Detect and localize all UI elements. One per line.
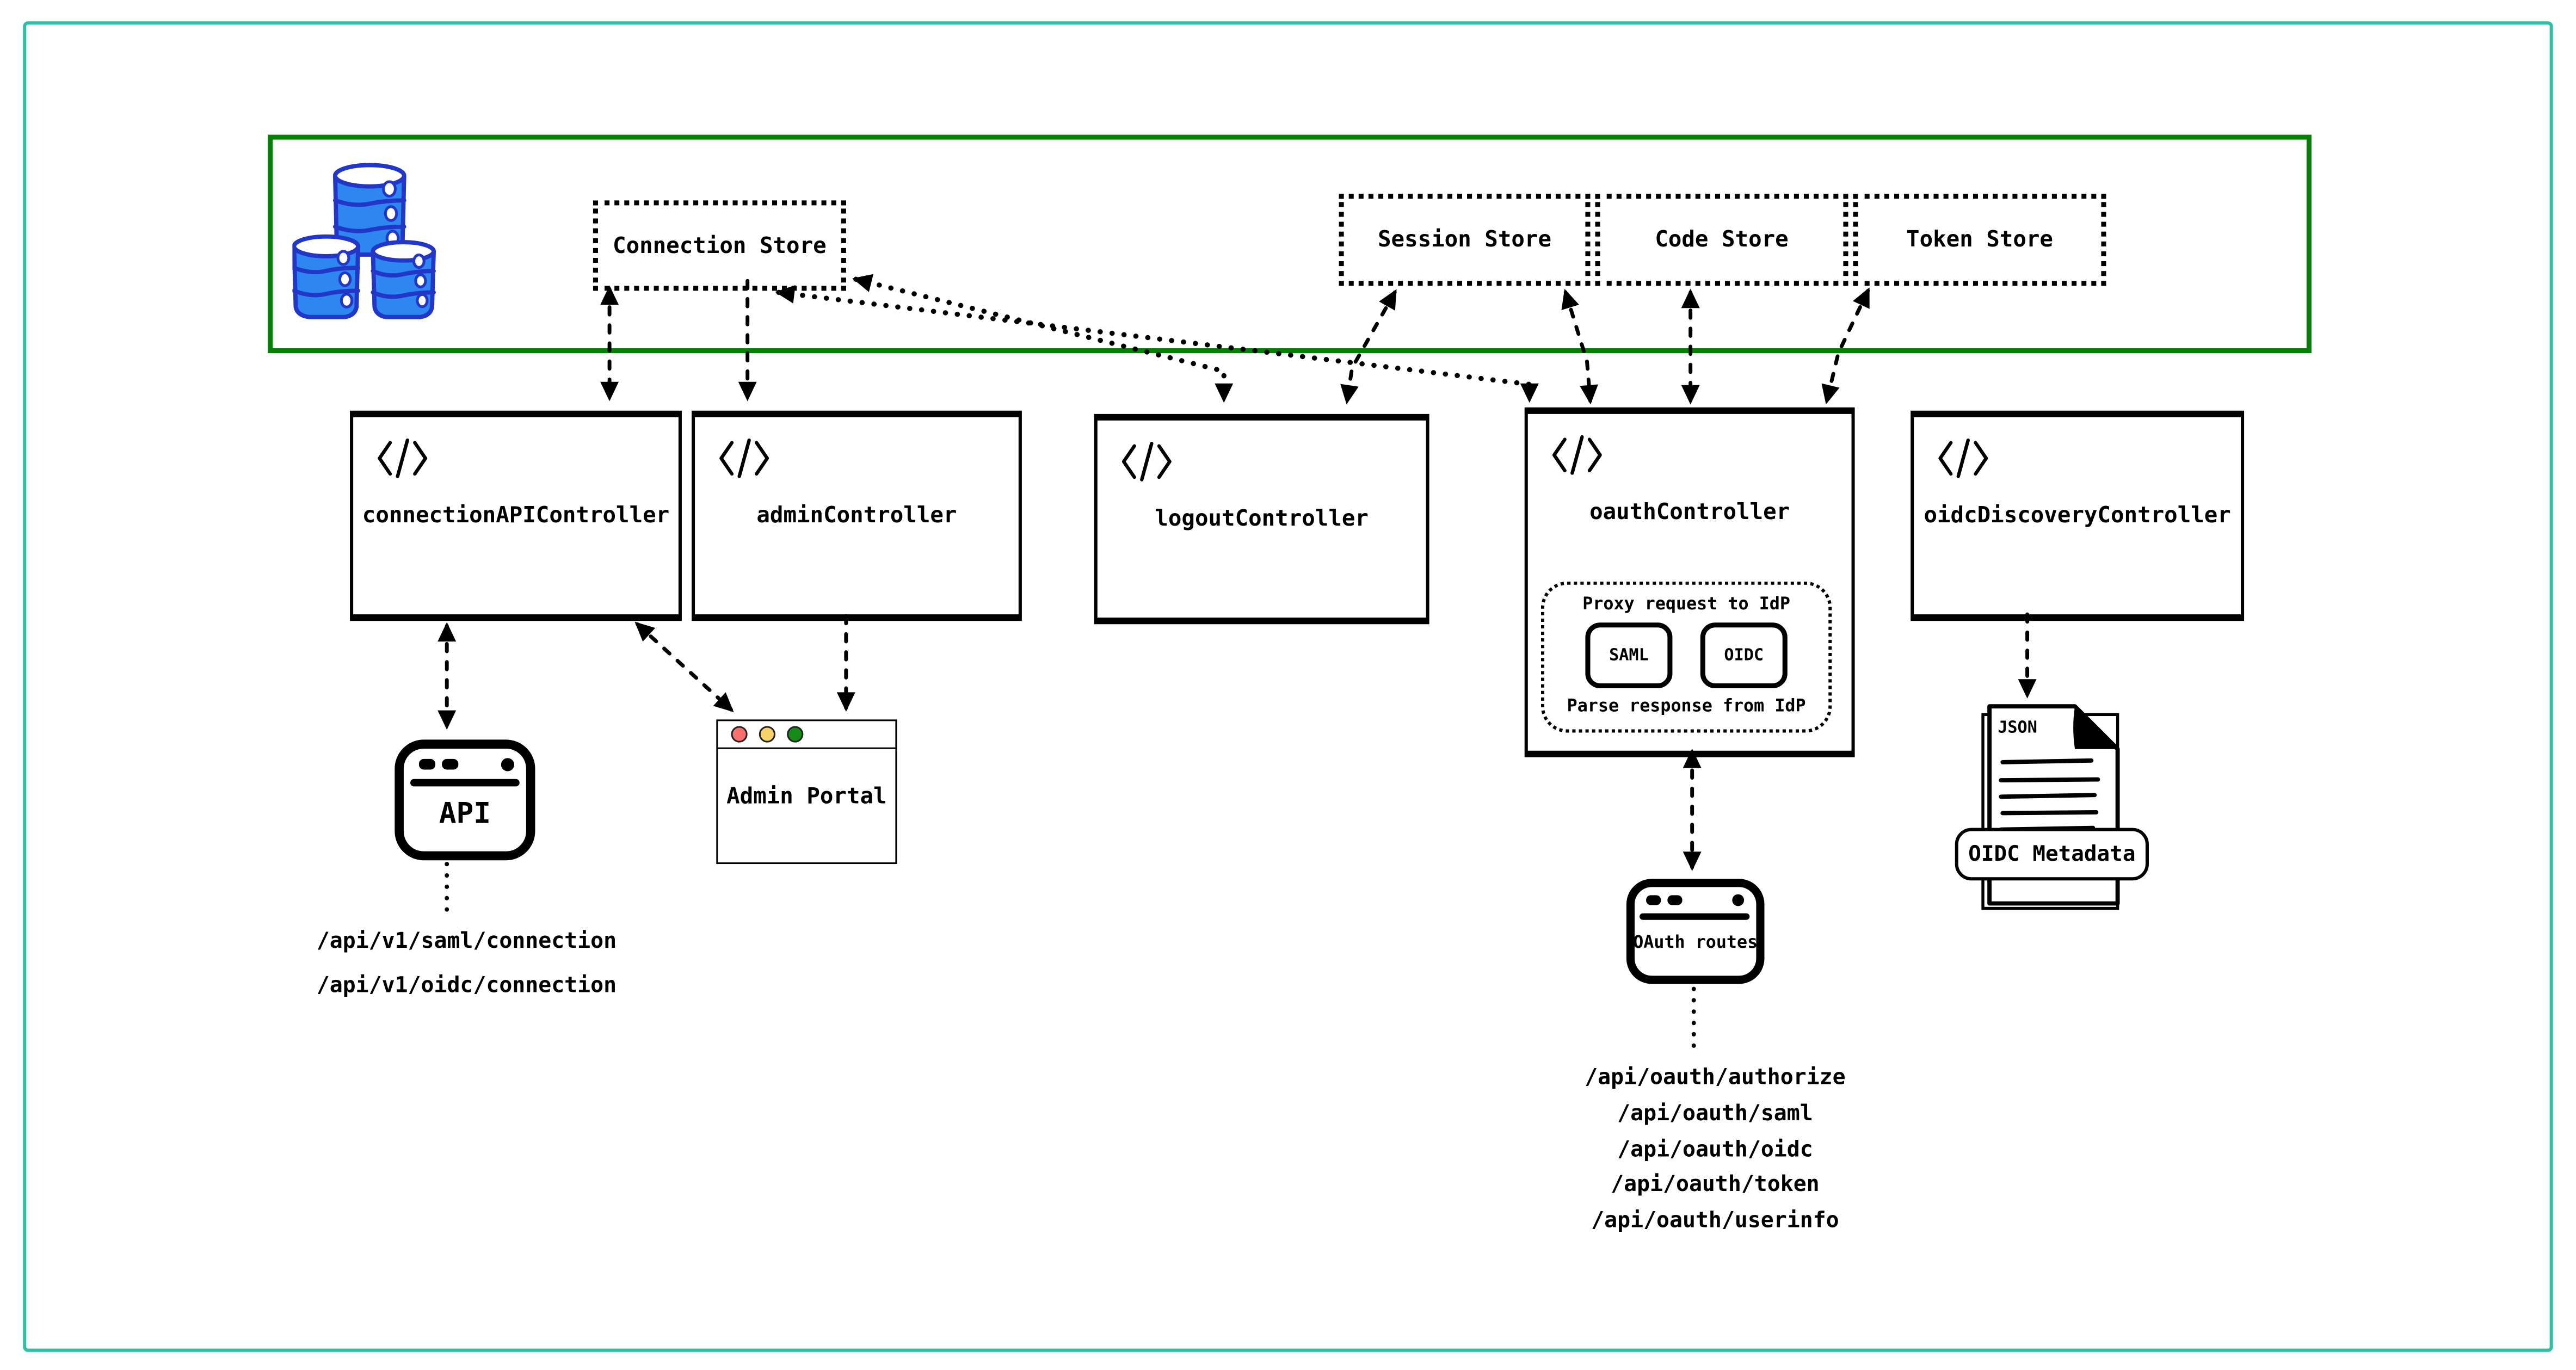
endpoint-line: /api/oauth/authorize: [1585, 1066, 1846, 1091]
saml-chip: SAML: [1585, 622, 1673, 689]
code-icon: [1552, 435, 1602, 475]
code-store-label: Code Store: [1655, 226, 1789, 253]
oauth-controller-label: oauthController: [1589, 499, 1790, 526]
oauth-routes-icon: OAuth routes: [1626, 879, 1765, 984]
window-dot: [418, 758, 436, 770]
proxy-request-label: Proxy request to IdP: [1582, 594, 1790, 615]
admin-controller-box: adminController: [692, 410, 1022, 621]
oauth-routes-label: OAuth routes: [1633, 933, 1758, 952]
code-icon: [1938, 438, 1988, 478]
session-store-label: Session Store: [1377, 226, 1552, 253]
admin-portal-label: Admin Portal: [726, 783, 887, 810]
outer-frame: [23, 21, 2553, 1352]
oidc-discovery-controller-box: oidcDiscoveryController: [1911, 410, 2245, 621]
window-dot: [1667, 895, 1683, 905]
oidc-metadata-pill: OIDC Metadata: [1955, 828, 2149, 881]
idp-proxy-box: Proxy request to IdP SAML OIDC Parse res…: [1540, 581, 1832, 733]
endpoint-line: /api/oauth/oidc: [1617, 1138, 1813, 1163]
maximize-traffic-icon: [787, 726, 804, 743]
api-window-label: API: [439, 797, 491, 830]
protocol-chips: SAML OIDC: [1585, 622, 1788, 689]
json-document-icon: JSON: [1981, 704, 2120, 910]
endpoint-line: /api/v1/oidc/connection: [316, 974, 617, 999]
admin-portal-window: Admin Portal: [716, 719, 897, 865]
endpoint-line: /api/oauth/saml: [1617, 1102, 1813, 1127]
minimize-traffic-icon: [759, 726, 776, 743]
code-store-box: Code Store: [1595, 194, 1848, 286]
window-dot: [1646, 895, 1661, 905]
oauth-endpoints: /api/oauth/authorize /api/oauth/saml /ap…: [1510, 1061, 1921, 1240]
admin-portal-titlebar: [718, 721, 896, 749]
window-dot: [501, 758, 514, 772]
oidc-metadata-label: OIDC Metadata: [1968, 842, 2136, 867]
json-badge: JSON: [1998, 718, 2037, 737]
endpoint-line: /api/v1/saml/connection: [316, 929, 617, 955]
connection-api-endpoints: /api/v1/saml/connection /api/v1/oidc/con…: [261, 920, 672, 1009]
connection-api-controller-box: connectionAPIController: [350, 410, 682, 621]
connection-api-controller-label: connectionAPIController: [362, 502, 670, 529]
code-icon: [1121, 441, 1172, 482]
token-store-box: Token Store: [1853, 194, 2106, 286]
endpoint-line: /api/oauth/token: [1611, 1173, 1820, 1199]
logout-controller-box: logoutController: [1094, 414, 1429, 625]
parse-response-label: Parse response from IdP: [1567, 696, 1806, 717]
code-icon: [378, 438, 428, 478]
code-icon: [719, 438, 769, 478]
oauth-controller-box: oauthController Proxy request to IdP SAM…: [1524, 407, 1855, 757]
token-store-label: Token Store: [1906, 226, 2053, 253]
admin-controller-label: adminController: [756, 502, 957, 529]
logout-controller-label: logoutController: [1155, 505, 1369, 533]
window-dot: [442, 758, 459, 770]
close-traffic-icon: [731, 726, 748, 743]
session-store-box: Session Store: [1339, 194, 1591, 286]
database-icon: [292, 163, 436, 319]
api-window-icon: API: [395, 739, 535, 861]
oidc-discovery-controller-label: oidcDiscoveryController: [1924, 502, 2231, 529]
connection-store-label: Connection Store: [613, 232, 827, 259]
connection-store-box: Connection Store: [593, 200, 846, 291]
window-dot: [1732, 894, 1745, 906]
folded-corner: [2073, 706, 2118, 749]
oidc-chip: OIDC: [1700, 622, 1788, 689]
endpoint-line: /api/oauth/userinfo: [1591, 1209, 1839, 1234]
